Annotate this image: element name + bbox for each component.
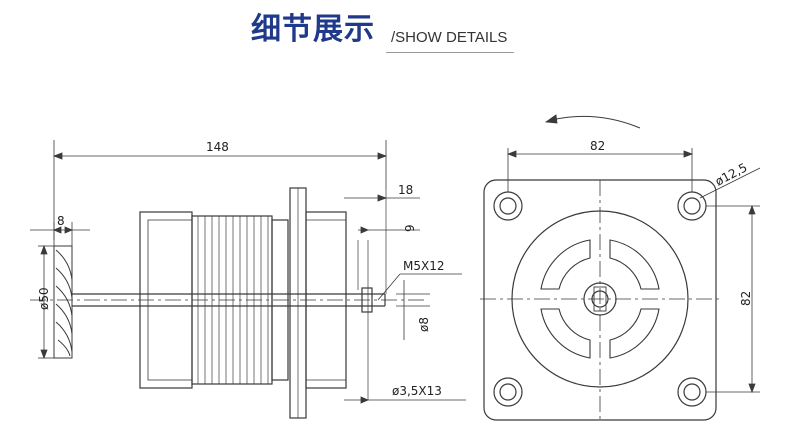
front-view [480,114,761,421]
shaft-end [357,190,387,400]
label-thread: M5X12 [403,259,444,273]
housing-circle [511,210,689,388]
square-flange [483,179,717,421]
dim-front-height: 82 [739,291,753,306]
dim-shaft-step: 9 [403,224,417,232]
dim-pulley-diameter: ø50 [37,287,51,310]
label-hole: ø12,5 [713,160,750,188]
dim-shaft-extension: 18 [398,183,413,197]
side-view [30,140,466,419]
rotation-arrow [551,115,641,129]
front-housing [305,211,347,389]
dim-shaft-diameter: ø8 [417,317,431,332]
section-title: 细节展示 [251,12,375,47]
motor-body [191,215,289,385]
front-dimensions [506,148,761,394]
dim-pulley-width: 8 [57,214,65,228]
label-pin: ø3,5X13 [392,384,442,398]
mounting-flange [289,187,307,419]
side-dimensions [30,140,466,404]
pulley [53,245,73,359]
vent-slots [540,239,660,359]
dim-total-length: 148 [206,140,229,154]
dim-front-width: 82 [590,139,605,153]
title-underline [386,52,514,53]
header: 细节展示 /SHOW DETAILS [0,0,790,70]
section-subtitle: /SHOW DETAILS [391,29,508,46]
center-hub [583,282,617,316]
